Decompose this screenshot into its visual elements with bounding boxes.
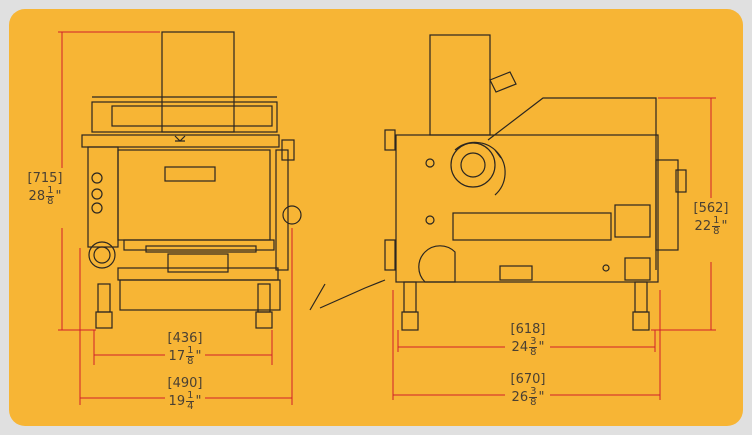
- side-overall-width-metric: [670]: [510, 372, 546, 387]
- front-inner-width-dimension-line: [93, 330, 273, 365]
- front-overall-width-metric: [490]: [167, 376, 203, 391]
- front-height-dimension-line: [58, 31, 160, 331]
- side-overall-width-dimension-line: [392, 290, 661, 400]
- side-inner-width-dimension-line: [397, 330, 656, 352]
- front-view-machine: [81, 31, 302, 329]
- side-inner-width-metric: [618]: [510, 322, 546, 337]
- drawing-panel: [9, 9, 743, 426]
- front-height-metric: [715]: [27, 171, 63, 186]
- front-inner-width-metric: [436]: [167, 331, 203, 346]
- side-height-dimension-line: [651, 97, 716, 331]
- side-height-metric: [562]: [693, 201, 729, 216]
- front-overall-width-dimension-line: [79, 228, 293, 405]
- side-view-machine: [309, 34, 687, 331]
